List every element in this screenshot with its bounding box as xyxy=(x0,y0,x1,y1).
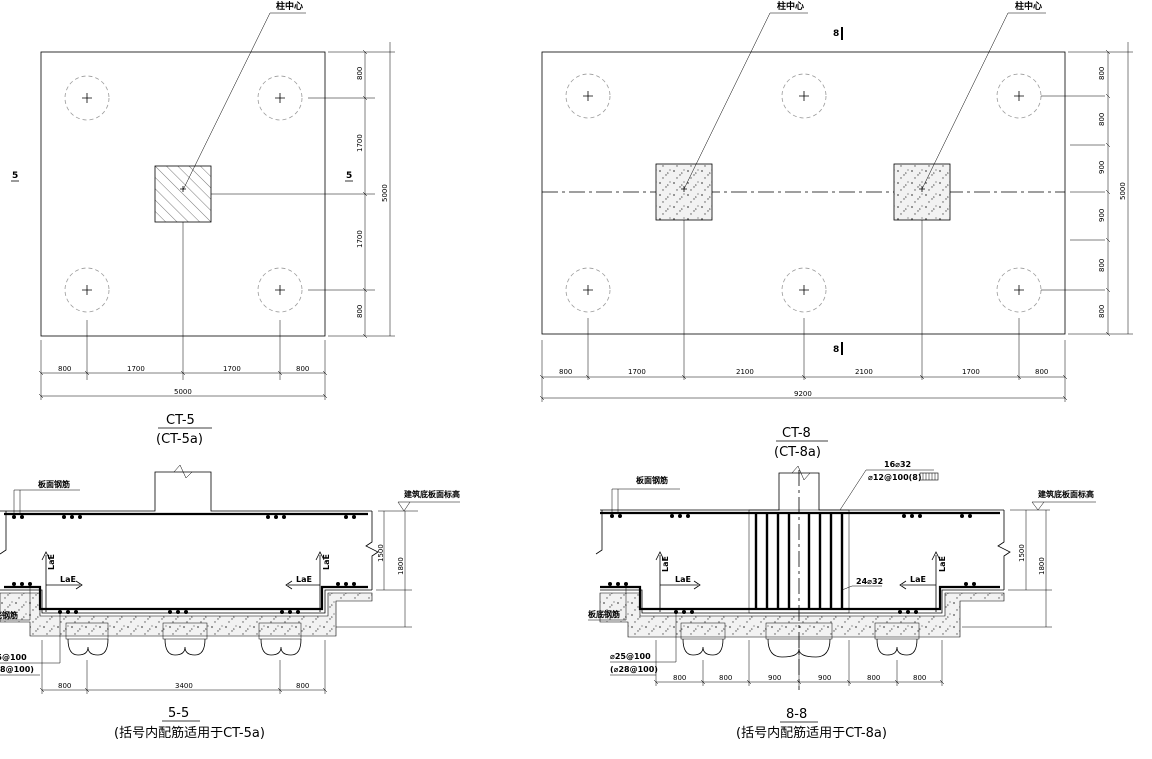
sec8-top-rebar-label: 板面钢筋 xyxy=(636,475,668,485)
ct5-column xyxy=(154,165,212,223)
ct5-bottom-dims: 800 1700 1700 800 5000 xyxy=(58,365,309,396)
sec5-rebar-alt: (⌀28@100) xyxy=(0,665,34,674)
sec5-piles xyxy=(65,622,302,656)
sec5-note: (括号内配筋适用于CT-5a) xyxy=(114,725,265,741)
svg-text:800: 800 xyxy=(673,674,686,682)
svg-text:1700: 1700 xyxy=(127,365,145,373)
svg-text:2100: 2100 xyxy=(855,368,873,376)
sec5-bottom-rebar-label: 板底钢筋 xyxy=(0,610,18,620)
svg-text:5000: 5000 xyxy=(1119,182,1127,200)
ct5-section-mark-left: 5 xyxy=(12,171,18,181)
svg-text:1700: 1700 xyxy=(356,134,364,152)
svg-text:1700: 1700 xyxy=(223,365,241,373)
sec5-rebar-main: ⌀25@100 xyxy=(0,653,27,662)
svg-text:800: 800 xyxy=(913,674,926,682)
svg-text:1800: 1800 xyxy=(1038,557,1046,575)
svg-text:LaE: LaE xyxy=(60,575,76,584)
svg-text:900: 900 xyxy=(768,674,781,682)
ct5-section-mark-right: 5 xyxy=(346,171,352,181)
ct8-title: CT-8 xyxy=(782,426,811,441)
sec8-bottom-dims: 800 800 900 900 800 800 xyxy=(673,674,926,682)
svg-text:2100: 2100 xyxy=(736,368,754,376)
ct8-section-mark-top: 8 xyxy=(833,29,839,39)
svg-text:1700: 1700 xyxy=(356,230,364,248)
svg-text:1700: 1700 xyxy=(962,368,980,376)
svg-text:800: 800 xyxy=(58,682,71,690)
svg-text:800: 800 xyxy=(296,365,309,373)
svg-text:LaE: LaE xyxy=(938,556,947,572)
sec8-elevation-label: 建筑底板面标高 xyxy=(1037,489,1094,499)
sec5-elevation-label: 建筑底板面标高 xyxy=(403,489,460,499)
ct5-subtitle: (CT-5a) xyxy=(156,432,203,447)
svg-text:900: 900 xyxy=(818,674,831,682)
svg-text:9200: 9200 xyxy=(794,390,812,398)
svg-text:800: 800 xyxy=(719,674,732,682)
svg-text:5000: 5000 xyxy=(174,388,192,396)
svg-text:5000: 5000 xyxy=(381,184,389,202)
svg-text:1500: 1500 xyxy=(1018,544,1026,562)
ct5-column-center-label: 柱中心 xyxy=(276,0,303,12)
svg-text:800: 800 xyxy=(1098,259,1106,272)
svg-text:LaE: LaE xyxy=(675,575,691,584)
sec8-bottom-rebar-label: 板底钢筋 xyxy=(588,609,620,619)
svg-text:800: 800 xyxy=(1098,305,1106,318)
sec8-stirrup-spec: ⌀12@100(8) xyxy=(868,473,922,482)
svg-text:900: 900 xyxy=(1098,161,1106,174)
ct8-column-center-label-1: 柱中心 xyxy=(777,0,804,12)
svg-text:LaE: LaE xyxy=(322,554,331,570)
ct8-bottom-dims: 800 1700 2100 2100 1700 800 9200 xyxy=(559,368,1048,398)
svg-text:1700: 1700 xyxy=(628,368,646,376)
svg-text:800: 800 xyxy=(296,682,309,690)
sec8-title: 8-8 xyxy=(786,707,807,722)
sec5-bottom-dims: 800 3400 800 xyxy=(58,682,309,690)
sec5-section: LaE LaE LaE LaE 板面钢筋 板底钢筋 ⌀25@100 (⌀28@1… xyxy=(0,464,460,741)
sec8-cage-bars xyxy=(754,514,844,610)
ct8-subtitle: (CT-8a) xyxy=(774,445,821,460)
svg-text:800: 800 xyxy=(58,365,71,373)
svg-text:LaE: LaE xyxy=(661,556,670,572)
svg-text:800: 800 xyxy=(356,67,364,80)
ct5-pile-markers xyxy=(64,75,303,313)
svg-text:800: 800 xyxy=(1098,113,1106,126)
sec8-note: (括号内配筋适用于CT-8a) xyxy=(736,725,887,741)
ct8-section-mark-bottom: 8 xyxy=(833,345,839,355)
svg-text:1800: 1800 xyxy=(397,557,405,575)
svg-text:LaE: LaE xyxy=(910,575,926,584)
ct8-plan: 柱中心 柱中心 8 8 800 1700 2100 2100 1700 800 … xyxy=(539,0,1133,460)
sec8-section: LaE LaE LaE LaE 板面钢筋 板底钢筋 ⌀25@100 (⌀28@1… xyxy=(588,460,1096,741)
svg-text:800: 800 xyxy=(867,674,880,682)
svg-text:1500: 1500 xyxy=(377,544,385,562)
svg-text:800: 800 xyxy=(356,305,364,318)
ct5-title: CT-5 xyxy=(166,413,195,428)
sec8-rebar-alt: (⌀28@100) xyxy=(610,665,658,674)
svg-text:900: 900 xyxy=(1098,209,1106,222)
sec8-stirrup-top: 16⌀32 xyxy=(884,460,911,469)
svg-text:800: 800 xyxy=(1098,67,1106,80)
svg-text:800: 800 xyxy=(1035,368,1048,376)
svg-text:LaE: LaE xyxy=(296,575,312,584)
svg-text:3400: 3400 xyxy=(175,682,193,690)
sec5-title: 5-5 xyxy=(168,706,189,721)
ct5-right-dims: 800 1700 1700 800 5000 xyxy=(356,67,389,318)
sec8-rebar-main: ⌀25@100 xyxy=(610,652,651,661)
ct8-column-center-label-2: 柱中心 xyxy=(1015,0,1042,12)
sec5-top-rebar-label: 板面钢筋 xyxy=(38,479,70,489)
svg-text:LaE: LaE xyxy=(47,554,56,570)
ct5-plan: 柱中心 5 5 800 1700 1700 800 5000 800 1700 … xyxy=(11,0,395,447)
ct8-pile-markers xyxy=(565,73,1042,313)
ct8-right-dims: 800 800 900 900 800 800 5000 xyxy=(1098,67,1127,318)
svg-text:800: 800 xyxy=(559,368,572,376)
sec8-rebar-side: 24⌀32 xyxy=(856,577,883,586)
